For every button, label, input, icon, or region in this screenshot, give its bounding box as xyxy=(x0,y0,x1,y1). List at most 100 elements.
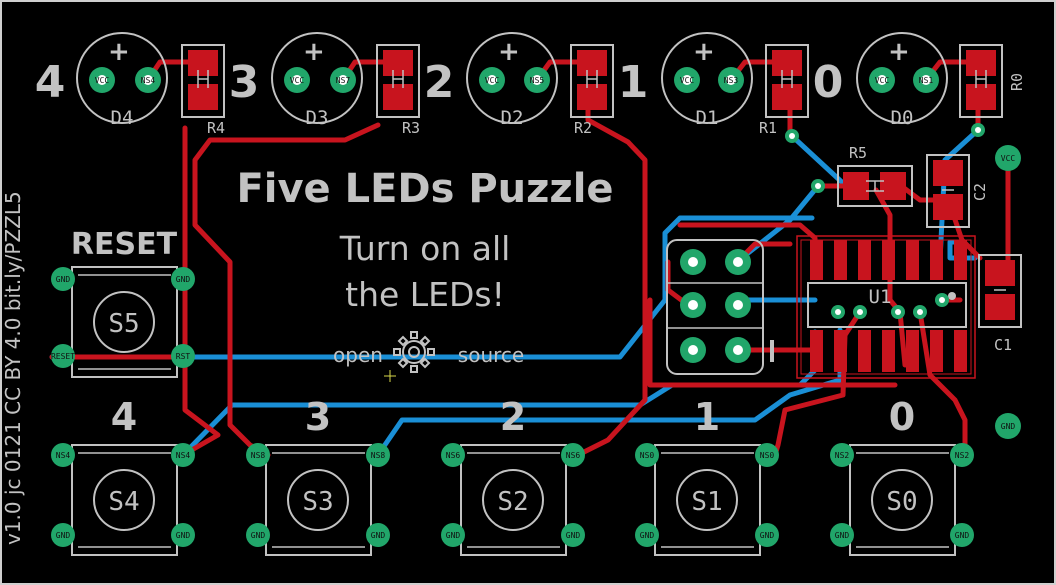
led-ref: D2 xyxy=(501,107,524,129)
pad-label: VCC xyxy=(1001,154,1016,163)
led-digit: 1 xyxy=(618,57,649,108)
pad-label: NS6 xyxy=(446,451,461,460)
led-d3: + VCC NS7 D3 3 xyxy=(229,32,363,129)
pad-label: GND xyxy=(176,275,191,284)
pad-label: NS4 xyxy=(56,451,71,460)
pad-label: VCC xyxy=(875,76,890,85)
version-text: v1.0 jc 0121 CC BY 4.0 bit.ly/PZZL5 xyxy=(1,191,25,545)
pad-label: RST xyxy=(176,352,191,361)
pad-label: NS5 xyxy=(530,76,545,85)
open-source-logo: open source xyxy=(333,331,524,382)
resistor-ref: R4 xyxy=(207,119,225,137)
led-digit: 2 xyxy=(424,57,455,108)
led-d0: + VCC NS1 D0 0 xyxy=(813,32,948,129)
pad-label: NS3 xyxy=(724,76,739,85)
switch-s3: 3 S3 NS8 NS8 GND GND xyxy=(246,395,390,556)
pad-label: GND xyxy=(56,531,71,540)
pad-label: NS6 xyxy=(566,451,581,460)
led-digit: 4 xyxy=(35,57,66,108)
switch-s1: 1 S1 NS0 NS0 GND GND xyxy=(635,395,779,556)
led-ref: D1 xyxy=(696,107,719,129)
led-ref: D4 xyxy=(111,107,134,129)
pad-label: GND xyxy=(955,531,970,540)
plus-icon: + xyxy=(888,37,910,67)
resistor-ref: R0 xyxy=(1008,73,1026,91)
pad-label: GND xyxy=(835,531,850,540)
ic-u1: U1 xyxy=(796,235,976,379)
ic-ref: U1 xyxy=(869,286,892,308)
pad-label: GND xyxy=(176,531,191,540)
plus-icon: + xyxy=(108,37,130,67)
pad-label: NS4 xyxy=(176,451,191,460)
led-digit: 3 xyxy=(229,57,260,108)
switch-digit: 1 xyxy=(694,395,720,439)
switch-ref: S3 xyxy=(302,487,333,517)
vcc-pad: VCC xyxy=(995,145,1021,171)
board-title: Five LEDs Puzzle xyxy=(236,166,613,212)
switch-s4: 4 S4 NS4 NS4 GND GND xyxy=(51,395,195,556)
pad-label: NS7 xyxy=(336,76,351,85)
led-d1: + VCC NS3 D1 1 xyxy=(618,32,753,129)
resistor-ref: R5 xyxy=(849,144,867,162)
capacitor-c2: C2 xyxy=(926,154,989,228)
pad-label: VCC xyxy=(95,76,110,85)
pad-label: GND xyxy=(640,531,655,540)
pad-label: NS2 xyxy=(955,451,970,460)
switch-digit: 3 xyxy=(305,395,331,439)
pad-label: NS8 xyxy=(251,451,266,460)
led-ref: D0 xyxy=(891,107,914,129)
resistor-ref: R2 xyxy=(574,119,592,137)
resistor-r5: R5 xyxy=(837,144,913,207)
resistor-r0: R0 xyxy=(959,44,1026,118)
capacitor-ref: C2 xyxy=(971,183,989,201)
switch-ref: S5 xyxy=(108,309,139,339)
led-d4: + VCC NS4 D4 4 xyxy=(35,32,168,129)
switch-s2: 2 S2 NS6 NS6 GND GND xyxy=(441,395,585,556)
pad-label: GND xyxy=(251,531,266,540)
resistor-r2: R2 xyxy=(570,44,614,137)
switch-ref: S2 xyxy=(497,487,528,517)
pad-label: NS8 xyxy=(371,451,386,460)
switch-digit: 0 xyxy=(889,395,915,439)
pad-label: GND xyxy=(1001,422,1016,431)
led-digit: 0 xyxy=(813,57,844,108)
pad-label: RESET xyxy=(51,352,75,361)
resistor-r1: R1 xyxy=(759,44,809,137)
switch-digit: 2 xyxy=(500,395,526,439)
switch-s5: S5 GND GND RESET RST xyxy=(51,266,195,378)
led-d2: + VCC NS5 D2 2 xyxy=(424,32,558,129)
switch-s0: 0 S0 NS2 NS2 GND GND xyxy=(830,395,974,556)
gear-icon xyxy=(393,331,435,373)
pad-label: GND xyxy=(566,531,581,540)
pad-label: NS0 xyxy=(640,451,655,460)
pad-label: NS0 xyxy=(760,451,775,460)
board-subtitle-line2: the LEDs! xyxy=(345,275,505,314)
pad-label: GND xyxy=(371,531,386,540)
pad-label: VCC xyxy=(290,76,305,85)
resistor-r4: R4 xyxy=(181,44,225,137)
pad-label: NS1 xyxy=(919,76,934,85)
resistor-r3: R3 xyxy=(376,44,420,137)
switch-ref: S0 xyxy=(886,487,917,517)
pad-label: GND xyxy=(446,531,461,540)
switch-ref: S4 xyxy=(108,487,139,517)
pad-label: GND xyxy=(56,275,71,284)
pad-label: GND xyxy=(760,531,775,540)
switch-ref: S1 xyxy=(691,487,722,517)
board-subtitle-line1: Turn on all xyxy=(339,229,511,268)
pad-label: VCC xyxy=(485,76,500,85)
gnd-pad: GND xyxy=(995,413,1021,439)
led-outline xyxy=(76,32,168,124)
reset-label: RESET xyxy=(71,227,178,262)
capacitor-ref: C1 xyxy=(994,336,1012,354)
logo-text-open: open xyxy=(333,343,383,367)
plus-icon: + xyxy=(693,37,715,67)
switch-digit: 4 xyxy=(111,395,137,439)
logo-text-source: source xyxy=(458,343,524,367)
plus-icon: + xyxy=(498,37,520,67)
resistor-ref: R1 xyxy=(759,119,777,137)
capacitor-c1: C1 xyxy=(978,254,1022,354)
led-ref: D3 xyxy=(306,107,329,129)
pad-label: VCC xyxy=(680,76,695,85)
